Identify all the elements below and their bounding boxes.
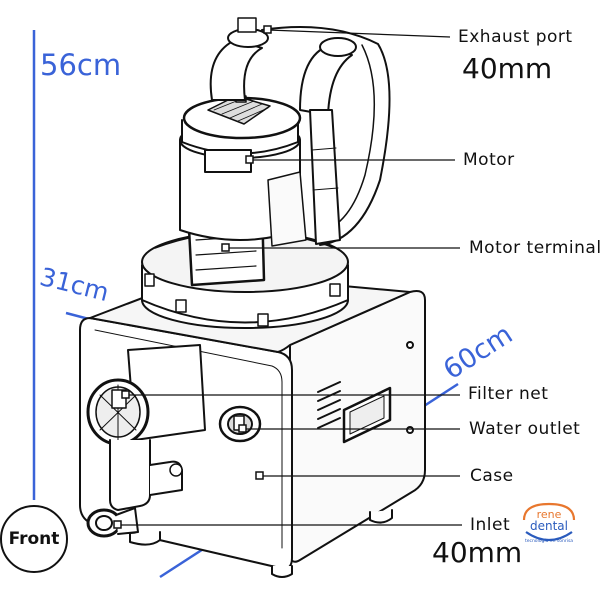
filter-net-label: Filter net <box>468 384 549 404</box>
exhaust-size-label: 40mm <box>462 52 553 85</box>
height-dimension-label: 56cm <box>40 48 122 82</box>
water-outlet-fitting <box>218 405 262 443</box>
filter-net-marker <box>121 390 130 399</box>
exhaust-pipes <box>209 17 391 246</box>
leader-markers <box>113 25 272 529</box>
motor-terminal-marker <box>221 243 230 252</box>
water-outlet-marker <box>238 424 247 433</box>
front-indicator: Front <box>0 505 68 573</box>
inlet-size-label: 40mm <box>432 536 523 569</box>
inlet-label: Inlet <box>470 515 511 535</box>
motor-terminal-label: Motor terminal <box>469 238 600 258</box>
motor-body <box>179 95 307 247</box>
inlet-fitting <box>86 507 139 538</box>
inlet-marker <box>113 520 122 529</box>
motor-marker <box>245 155 254 164</box>
motor-label: Motor <box>463 150 515 170</box>
exhaust-port-label: Exhaust port <box>458 27 573 47</box>
dental-suction-machine <box>79 17 426 578</box>
logo-tagline-text: tecnología en sonrisa <box>525 537 573 544</box>
water-outlet-label: Water outlet <box>469 419 581 439</box>
leader-lines <box>118 29 462 526</box>
exhaust-port-leader <box>267 29 451 38</box>
logo-rene-text: rene <box>537 508 562 521</box>
filter-canister <box>86 344 206 511</box>
case-label: Case <box>470 466 514 486</box>
logo-dental-text: dental <box>530 519 568 533</box>
front-label: Front <box>8 529 60 549</box>
exhaust-port-marker <box>263 25 272 34</box>
case-marker <box>255 471 264 480</box>
rene-dental-logo: rene dental tecnología en sonrisa <box>516 498 582 550</box>
